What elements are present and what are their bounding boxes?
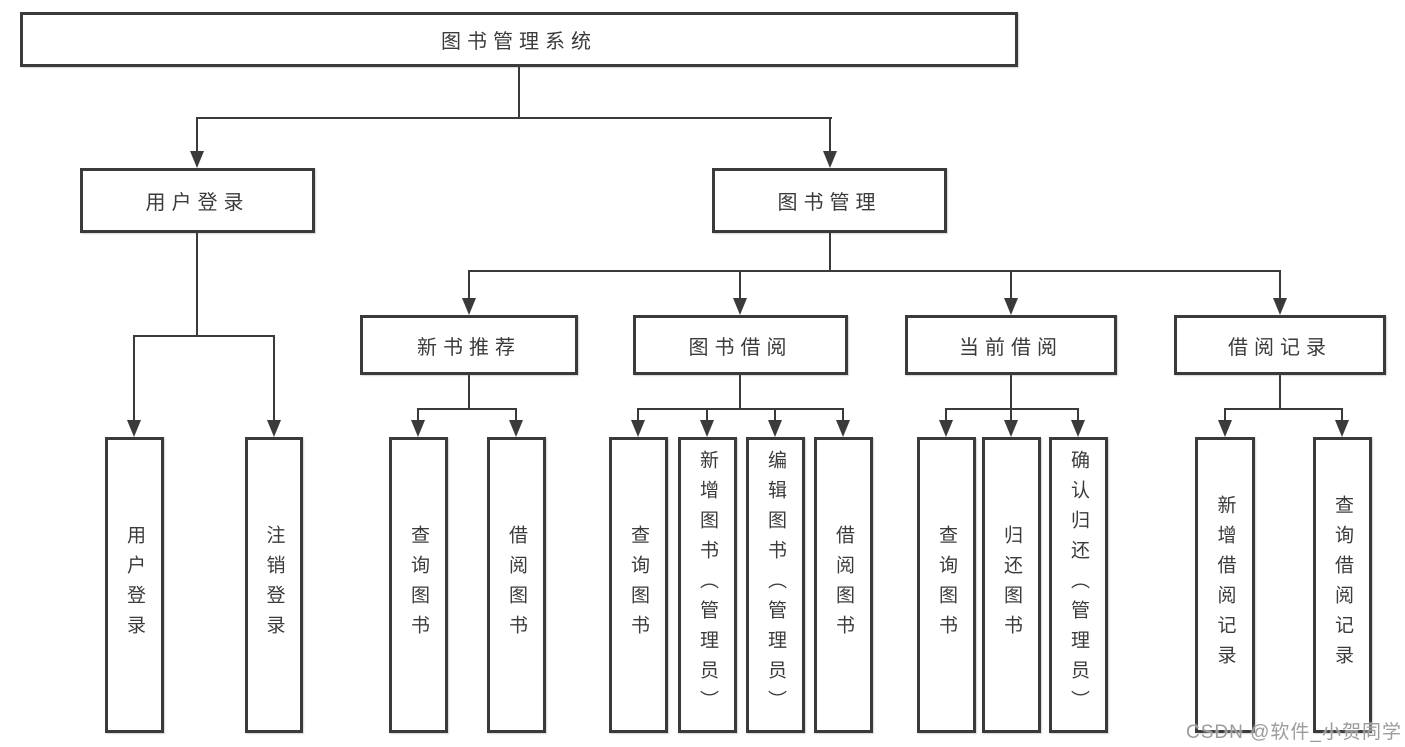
arrow-down	[1273, 298, 1287, 315]
connector-hline	[133, 335, 274, 337]
connector-vline	[1224, 408, 1226, 423]
connector-vline	[273, 335, 275, 423]
node-add-borrow-record: 新增借阅记录	[1195, 437, 1255, 733]
arrow-down	[836, 420, 850, 437]
connector-vline	[739, 270, 741, 301]
connector-vline	[774, 408, 776, 423]
arrow-down	[267, 420, 281, 437]
arrow-down	[1071, 420, 1085, 437]
arrow-down	[127, 420, 141, 437]
node-borrow-books: 借阅图书	[814, 437, 873, 733]
node-book-management: 图书管理	[712, 168, 947, 233]
connector-vline	[1341, 408, 1343, 423]
connector-vline	[637, 408, 639, 423]
node-label: 图书管理	[777, 192, 882, 214]
arrow-down	[700, 420, 714, 437]
node-user-login: 用户登录	[105, 437, 164, 733]
node-label: 当前借阅	[959, 336, 1063, 359]
connector-hline	[468, 270, 1281, 272]
connector-hline	[196, 117, 832, 119]
arrow-down	[768, 420, 782, 437]
node-label: 查询借阅记录	[1332, 495, 1353, 675]
node-label: 归还图书	[1001, 525, 1022, 645]
connector-vline	[1010, 270, 1012, 301]
node-label: 借阅图书	[506, 525, 527, 645]
node-query-books-current: 查询图书	[917, 437, 976, 733]
node-label: 查询图书	[628, 525, 649, 645]
node-edit-books-admin: 编辑图书（管理员）	[746, 437, 805, 733]
node-logout: 注销登录	[245, 437, 303, 733]
node-confirm-return-admin: 确认归还（管理员）	[1049, 437, 1108, 733]
node-label: 新增借阅记录	[1214, 495, 1236, 675]
node-query-books-borrow: 查询图书	[609, 437, 668, 733]
connector-vline	[468, 375, 470, 410]
node-query-borrow-record: 查询借阅记录	[1313, 437, 1372, 733]
connector-hline	[945, 408, 1079, 410]
watermark: CSDN @软件_小贺同学	[1186, 722, 1402, 743]
node-label: 用户登录	[124, 525, 145, 645]
arrow-down	[939, 420, 953, 437]
connector-vline	[468, 270, 470, 301]
connector-vline	[706, 408, 708, 423]
node-label: 新增图书（管理员）	[697, 450, 718, 720]
node-current-borrowing: 当前借阅	[905, 315, 1117, 375]
arrow-down	[631, 420, 645, 437]
node-label: 新书推荐	[417, 336, 521, 359]
arrow-down	[509, 420, 523, 437]
connector-vline	[829, 233, 831, 272]
arrow-down	[733, 298, 747, 315]
connector-hline	[1224, 408, 1343, 410]
node-add-books-admin: 新增图书（管理员）	[678, 437, 737, 733]
arrow-down	[1335, 420, 1349, 437]
connector-vline	[133, 335, 135, 423]
connector-vline	[842, 408, 844, 423]
connector-hline	[417, 408, 517, 410]
connector-vline	[515, 408, 517, 423]
node-label: 确认归还（管理员）	[1068, 450, 1089, 720]
connector-hline	[637, 408, 843, 410]
arrow-down	[462, 298, 476, 315]
connector-vline	[1010, 408, 1012, 423]
node-label: 编辑图书（管理员）	[765, 450, 786, 720]
node-label: 借阅图书	[833, 525, 854, 645]
arrow-down	[823, 151, 837, 168]
node-label: 查询图书	[408, 525, 429, 645]
node-borrow-books-recommend: 借阅图书	[487, 437, 546, 733]
arrow-down	[411, 420, 425, 437]
node-label: 查询图书	[936, 525, 957, 645]
arrow-down	[1004, 420, 1018, 437]
connector-vline	[1010, 375, 1012, 410]
connector-vline	[518, 67, 520, 118]
node-label: 注销登录	[263, 525, 285, 645]
node-query-books-recommend: 查询图书	[389, 437, 448, 733]
node-book-borrowing: 图书借阅	[633, 315, 848, 375]
connector-vline	[829, 117, 831, 153]
connector-vline	[1077, 408, 1079, 423]
node-return-books: 归还图书	[982, 437, 1041, 733]
arrow-down	[1004, 298, 1018, 315]
arrow-down	[1218, 420, 1232, 437]
connector-vline	[1279, 270, 1281, 301]
node-library-system: 图书管理系统	[20, 12, 1018, 67]
connector-vline	[1279, 375, 1281, 410]
node-label: 用户登录	[145, 192, 250, 214]
node-label: 图书借阅	[688, 336, 793, 359]
node-label: 图书管理系统	[441, 31, 597, 53]
node-label: 借阅记录	[1228, 336, 1332, 359]
node-borrowing-records: 借阅记录	[1174, 315, 1386, 375]
connector-vline	[417, 408, 419, 423]
connector-vline	[945, 408, 947, 423]
node-user-login-module: 用户登录	[80, 168, 315, 233]
connector-vline	[196, 233, 198, 336]
arrow-down	[190, 151, 204, 168]
connector-vline	[196, 117, 198, 153]
connector-vline	[739, 375, 741, 410]
node-new-book-recommendation: 新书推荐	[360, 315, 578, 375]
